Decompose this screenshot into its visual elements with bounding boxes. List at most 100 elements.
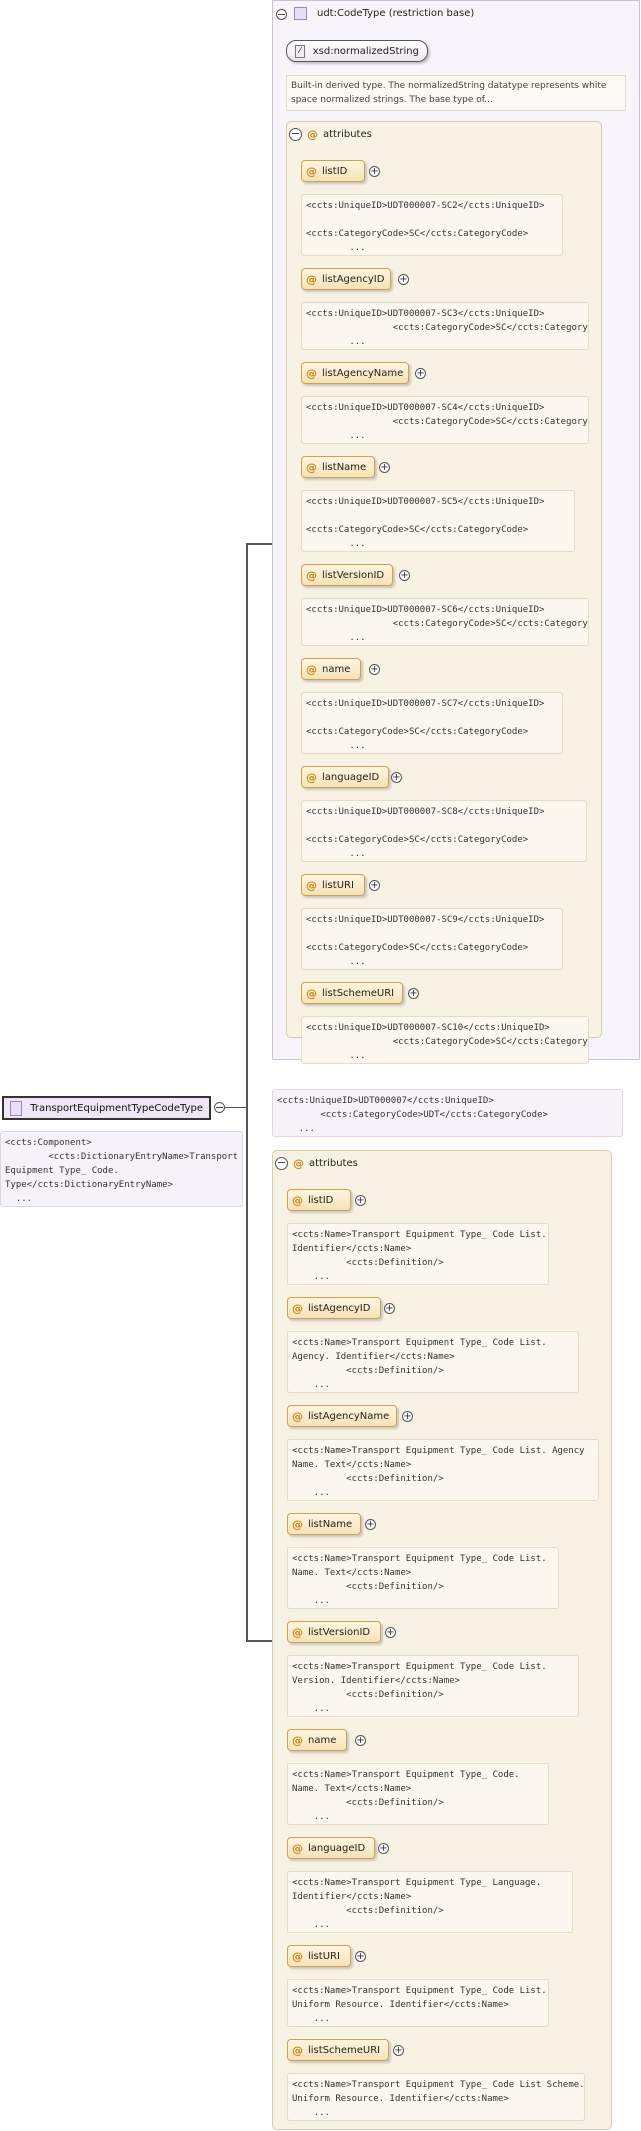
attributes-label: attributes (309, 1158, 358, 1169)
attribute-listVersionID[interactable]: @ listVersionID (287, 1621, 381, 1643)
expand-icon[interactable]: + (365, 1519, 376, 1530)
attribute-doc: <ccts:UniqueID>UDT000007-SC10</ccts:Uniq… (301, 1016, 589, 1064)
attribute-icon: @ (306, 878, 317, 892)
attribute-name: languageID (322, 771, 380, 783)
attributes-label: attributes (323, 129, 372, 140)
expand-icon[interactable]: + (399, 570, 410, 581)
attribute-name: listID (322, 165, 348, 177)
base-attributes-header: − @ attributes (289, 128, 372, 141)
attribute-doc: <ccts:Name>Transport Equipment Type_ Cod… (287, 1763, 549, 1825)
collapse-base-icon[interactable]: − (276, 8, 287, 21)
xsd-type-icon: ⁄ (295, 44, 305, 58)
attribute-languageID[interactable]: @ languageID (301, 766, 389, 788)
attribute-doc: <ccts:Name>Transport Equipment Type_ Lan… (287, 1871, 573, 1933)
expand-icon[interactable]: + (369, 880, 380, 891)
attribute-icon: @ (292, 2043, 303, 2057)
attribute-icon: @ (306, 460, 317, 474)
attribute-icon: @ (306, 770, 317, 784)
attribute-doc: <ccts:UniqueID>UDT000007-SC6</ccts:Uniqu… (301, 598, 589, 646)
connector-root (225, 1107, 246, 1108)
attribute-doc: <ccts:Name>Transport Equipment Type_ Cod… (287, 1331, 579, 1393)
attribute-doc: <ccts:Name>Transport Equipment Type_ Cod… (287, 1223, 549, 1285)
connector-bottom (246, 1640, 272, 1642)
attribute-icon: @ (307, 128, 318, 141)
restriction-attributes-header: − @ attributes (275, 1157, 358, 1170)
attribute-doc: <ccts:UniqueID>UDT000007-SC9</ccts:Uniqu… (301, 908, 563, 970)
expand-icon[interactable]: + (379, 462, 390, 473)
collapse-attributes-icon[interactable]: − (275, 1156, 288, 1170)
expand-icon[interactable]: + (391, 772, 402, 783)
attribute-name: listVersionID (322, 569, 385, 581)
attribute-name: listVersionID (308, 1626, 371, 1638)
attribute-name[interactable]: @ name (301, 658, 361, 680)
attribute-listName[interactable]: @ listName (287, 1513, 361, 1535)
xsd-type-label: xsd:normalizedString (312, 45, 419, 57)
attribute-icon: @ (292, 1301, 303, 1315)
attribute-listAgencyName[interactable]: @ listAgencyName (287, 1405, 397, 1427)
attribute-listVersionID[interactable]: @listVersionID (301, 564, 393, 586)
expand-icon[interactable]: + (385, 1627, 396, 1638)
base-type-doc: <ccts:UniqueID>UDT000007</ccts:UniqueID>… (272, 1089, 623, 1137)
attribute-listID[interactable]: @listID (301, 160, 365, 182)
attribute-listAgencyName[interactable]: @listAgencyName (301, 362, 409, 384)
expand-icon[interactable]: + (355, 1951, 366, 1962)
attribute-languageID[interactable]: @languageID (287, 1837, 375, 1859)
attribute-icon: @ (292, 1949, 303, 1963)
attribute-listURI[interactable]: @ listURI (287, 1945, 351, 1967)
complex-type-icon (294, 7, 307, 20)
expand-icon[interactable]: + (355, 1735, 366, 1746)
expand-icon[interactable]: + (393, 2045, 404, 2056)
attribute-doc: <ccts:Name>Transport Equipment Type_ Cod… (287, 1547, 559, 1609)
root-type-doc: <ccts:Component> <ccts:DictionaryEntryNa… (0, 1131, 243, 1207)
attribute-name: listID (308, 1194, 334, 1206)
attribute-doc: <ccts:UniqueID>UDT000007-SC3</ccts:Uniqu… (301, 302, 589, 350)
attribute-name: name (308, 1734, 337, 1746)
attribute-name: listURI (308, 1950, 340, 1962)
attribute-doc: <ccts:UniqueID>UDT000007-SC4</ccts:Uniqu… (301, 396, 589, 444)
attribute-doc: <ccts:Name>Transport Equipment Type_ Cod… (287, 1655, 579, 1717)
attribute-name: name (322, 663, 351, 675)
expand-icon[interactable]: + (378, 1843, 389, 1854)
attribute-doc: <ccts:UniqueID>UDT000007-SC8</ccts:Uniqu… (301, 800, 587, 862)
attribute-listAgencyID[interactable]: @listAgencyID (301, 268, 391, 290)
expand-icon[interactable]: + (369, 664, 380, 675)
attribute-name: listAgencyID (308, 1302, 371, 1314)
attribute-icon: @ (292, 1409, 303, 1423)
xsd-type-box[interactable]: ⁄ xsd:normalizedString (286, 40, 428, 62)
attribute-icon: @ (292, 1733, 303, 1747)
attribute-doc: <ccts:Name>Transport Equipment Type_ Cod… (287, 2073, 585, 2121)
attribute-icon: @ (292, 1193, 303, 1207)
collapse-attributes-icon[interactable]: − (289, 127, 302, 141)
attribute-doc: <ccts:Name>Transport Equipment Type_ Cod… (287, 1439, 599, 1501)
attribute-name: listName (308, 1518, 353, 1530)
expand-icon[interactable]: + (408, 988, 419, 999)
attribute-icon: @ (306, 272, 317, 286)
attribute-name: listSchemeURI (322, 987, 395, 999)
root-type-label: TransportEquipmentTypeCodeType (30, 1102, 203, 1114)
attribute-listURI[interactable]: @ listURI (301, 874, 365, 896)
expand-icon[interactable]: + (415, 368, 426, 379)
attribute-name: listURI (322, 879, 354, 891)
expand-icon[interactable]: + (369, 166, 380, 177)
attribute-icon: @ (306, 662, 317, 676)
attribute-listSchemeURI[interactable]: @ listSchemeURI (287, 2039, 389, 2061)
attribute-icon: @ (292, 1625, 303, 1639)
attribute-icon: @ (306, 986, 317, 1000)
attribute-listName[interactable]: @ listName (301, 456, 375, 478)
attribute-listSchemeURI[interactable]: @ listSchemeURI (301, 982, 403, 1004)
expand-icon[interactable]: + (355, 1195, 366, 1206)
expand-icon[interactable]: + (384, 1303, 395, 1314)
root-type-box[interactable]: TransportEquipmentTypeCodeType (2, 1096, 211, 1120)
base-type-title: udt:CodeType (restriction base) (317, 8, 475, 19)
connector-top (246, 543, 272, 545)
collapse-root-icon[interactable]: − (214, 1101, 225, 1114)
attribute-listID[interactable]: @ listID (287, 1189, 351, 1211)
attribute-name: listAgencyName (308, 1410, 390, 1422)
attribute-name[interactable]: @ name (287, 1729, 347, 1751)
attribute-name: listName (322, 461, 367, 473)
attribute-name: listSchemeURI (308, 2044, 381, 2056)
expand-icon[interactable]: + (398, 274, 409, 285)
attribute-listAgencyID[interactable]: @ listAgencyID (287, 1297, 381, 1319)
attribute-icon: @ (292, 1517, 303, 1531)
expand-icon[interactable]: + (402, 1411, 413, 1422)
